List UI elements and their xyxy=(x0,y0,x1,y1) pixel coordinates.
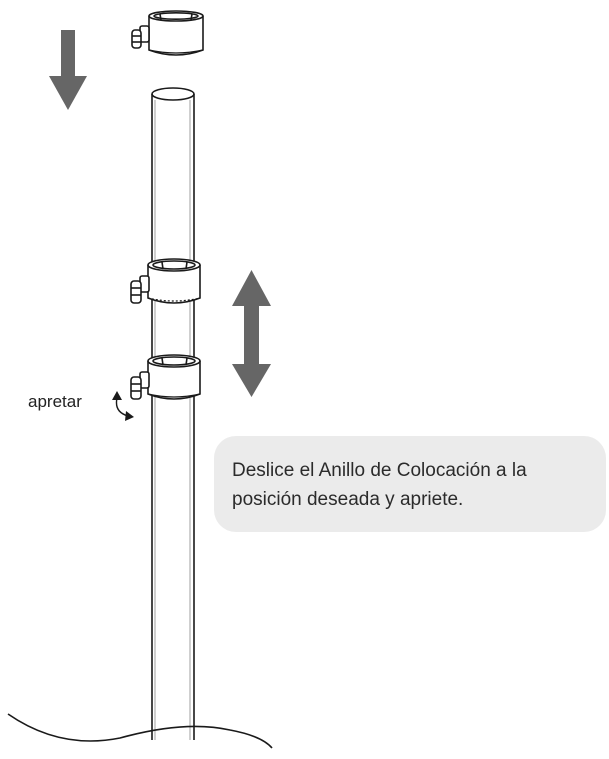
arrow-up-down-icon xyxy=(232,270,271,397)
instruction-line-2: posición deseada y apriete. xyxy=(232,489,464,510)
ground-line xyxy=(7,713,273,749)
tighten-label: apretar xyxy=(28,392,82,411)
rotate-arrow-icon xyxy=(112,391,134,421)
arrow-down-icon xyxy=(49,30,87,110)
positioning-ring-lower xyxy=(130,354,201,400)
instruction-callout: Deslice el Anillo de Colocación a la pos… xyxy=(214,436,606,532)
positioning-ring-middle xyxy=(130,258,201,304)
instruction-line-1: Deslice el Anillo de Colocación a la xyxy=(232,460,527,481)
pole xyxy=(151,87,195,740)
loose-positioning-ring xyxy=(131,10,204,56)
